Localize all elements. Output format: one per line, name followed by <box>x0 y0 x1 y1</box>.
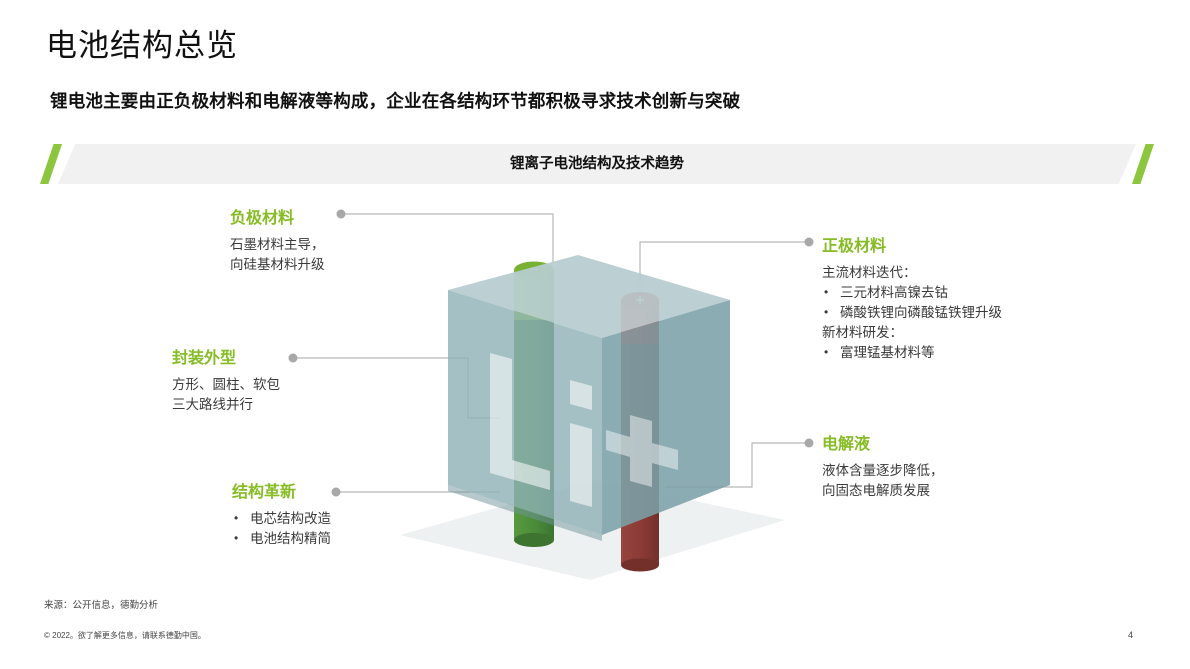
callout-package-heading: 封装外型 <box>172 350 237 367</box>
section-banner: 锂离子电池结构及技术趋势 <box>40 144 1154 184</box>
callout-cathode-heading: 正极材料 <box>822 238 887 255</box>
callout-package-line-1: 方形、圆柱、软包 <box>172 377 280 392</box>
callout-cathode-intro-2: 新材料研发： <box>822 325 903 340</box>
callout-structure-body: 电芯结构改造 电池结构精简 <box>232 508 331 549</box>
callout-anode-heading: 负极材料 <box>230 210 295 227</box>
callout-anode-body: 石墨材料主导， 向硅基材料升级 <box>230 235 325 275</box>
callout-structure-bullet-1: 电芯结构改造 <box>232 508 331 529</box>
callout-cathode-bullet-2: 磷酸铁锂向磷酸锰铁锂升级 <box>822 302 1002 323</box>
callout-cathode-intro-1: 主流材料迭代： <box>822 265 917 280</box>
banner-title: 锂离子电池结构及技术趋势 <box>510 156 684 172</box>
inner-label-li <box>490 353 592 507</box>
callout-package-line-2: 三大路线并行 <box>172 397 253 412</box>
battery-case <box>448 255 730 535</box>
callout-electrolyte-line-2: 向固态电解质发展 <box>822 483 930 498</box>
callout-electrolyte: 电解液 液体含量逐步降低， 向固态电解质发展 <box>822 430 944 501</box>
callout-anode-line-2: 向硅基材料升级 <box>230 257 325 272</box>
callout-anode-line-1: 石墨材料主导， <box>230 237 325 252</box>
source-note: 来源：公开信息，德勤分析 <box>44 600 159 611</box>
connector-dot-cathode <box>804 237 814 247</box>
page-subtitle: 锂电池主要由正负极材料和电解液等构成，企业在各结构环节都积极寻求技术创新与突破 <box>50 91 741 111</box>
callout-electrolyte-line-1: 液体含量逐步降低， <box>822 463 944 478</box>
page-number: 4 <box>1128 630 1134 640</box>
case-bottom-edge <box>448 485 602 541</box>
callout-structure-heading: 结构革新 <box>232 484 297 501</box>
connector-dot-structure <box>331 487 341 497</box>
connector-dot-electrolyte <box>804 438 814 448</box>
battery-illustration: − + <box>400 255 785 580</box>
callout-cathode-bullet-1: 三元材料高镍去钴 <box>822 282 1002 303</box>
callout-structure: 结构革新 电芯结构改造 电池结构精简 <box>232 478 331 549</box>
connector-dot-anode <box>336 209 346 219</box>
callout-cathode: 正极材料 主流材料迭代： 三元材料高镍去钴 磷酸铁锂向磷酸锰铁锂升级 新材料研发… <box>822 232 1002 363</box>
page-title: 电池结构总览 <box>46 28 238 63</box>
callout-electrolyte-body: 液体含量逐步降低， 向固态电解质发展 <box>822 461 944 501</box>
banner-background <box>58 144 1136 184</box>
copyright-note: © 2022。欲了解更多信息，请联系德勤中国。 <box>44 631 206 640</box>
callout-package-body: 方形、圆柱、软包 三大路线并行 <box>172 375 280 415</box>
callout-cathode-body: 主流材料迭代： 三元材料高镍去钴 磷酸铁锂向磷酸锰铁锂升级 新材料研发： 富理锰… <box>822 263 1002 363</box>
inner-label-plus <box>606 415 678 487</box>
connector-dot-package <box>288 353 298 363</box>
callout-structure-bullet-2: 电池结构精简 <box>232 528 331 549</box>
callout-cathode-bullet-3: 富理锰基材料等 <box>822 342 1002 363</box>
callout-package: 封装外型 方形、圆柱、软包 三大路线并行 <box>172 344 280 415</box>
callout-electrolyte-heading: 电解液 <box>822 436 871 453</box>
callout-anode: 负极材料 石墨材料主导， 向硅基材料升级 <box>230 204 325 275</box>
